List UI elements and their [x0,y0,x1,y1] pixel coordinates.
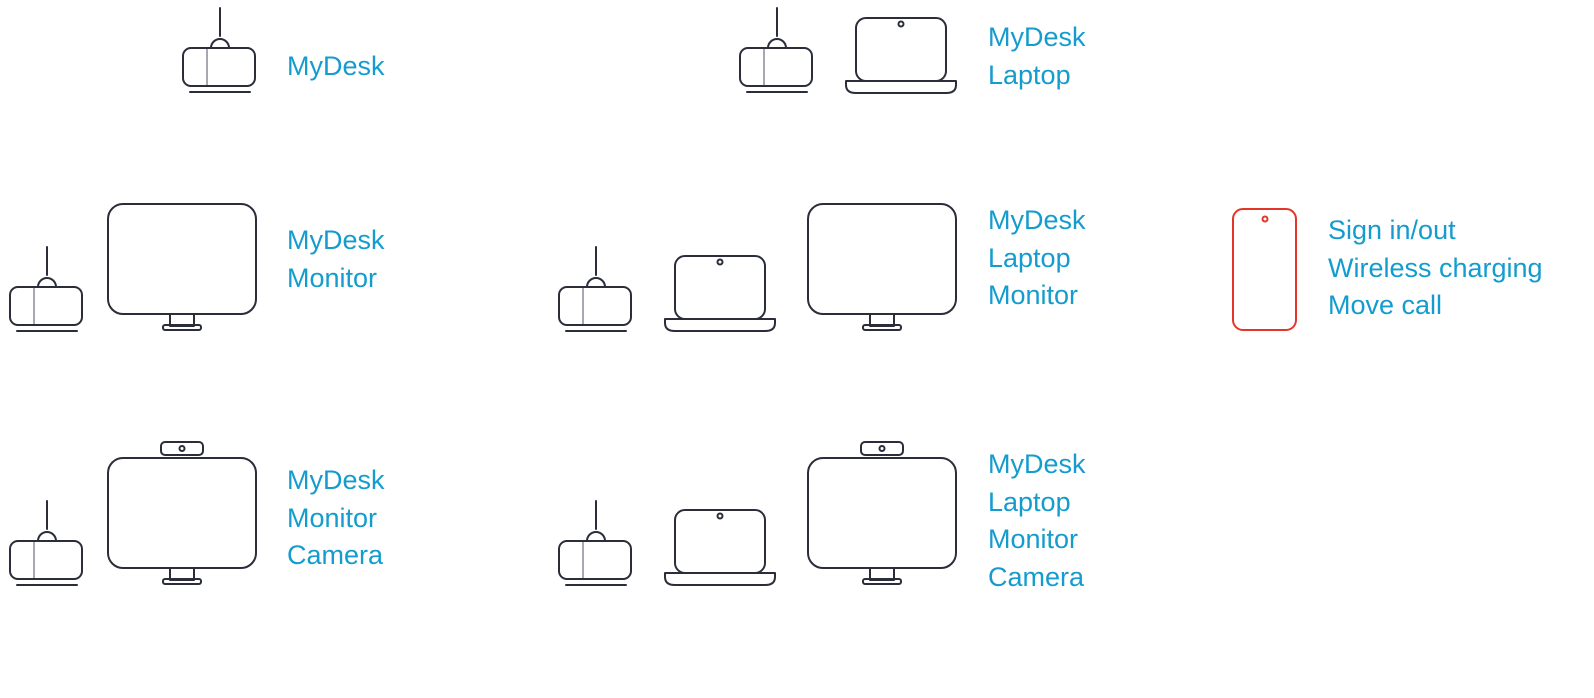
monitor-icon [107,203,257,331]
label-line: Monitor [988,280,1079,310]
phone-feature-label: Sign in/out Wireless charging Move call [1328,212,1543,325]
laptop-icon [664,255,776,332]
label-line: Camera [988,561,1085,592]
mydesk-icon [558,500,632,586]
label-line: Sign in/out [1328,215,1456,245]
label-line: Monitor [287,262,378,293]
monitor-icon [807,203,957,331]
label-line: Laptop [988,242,1071,273]
monitor-icon [807,457,957,585]
setup-label-desk-monitor-camera: MyDesk Monitor Camera [287,462,385,575]
mydesk-icon [9,500,83,586]
label-line: Camera [287,540,384,570]
setup-label-desk-only: MyDesk [287,48,385,86]
phone-icon [1232,208,1297,331]
setup-label-desk-laptop: MyDesk Laptop [988,19,1086,94]
setup-label-desk-laptop-monitor: MyDesk Laptop Monitor [988,202,1086,315]
label-line: Laptop [988,59,1071,90]
mydesk-icon [558,246,632,332]
label-line: MyDesk [988,205,1086,235]
setup-label-desk-laptop-monitor-camera: MyDesk Laptop Monitor Camera [988,446,1086,596]
camera-icon [160,441,204,456]
label-line: Move call [1328,290,1443,320]
label-line: Wireless charging [1328,252,1543,283]
label-line: MyDesk [287,51,385,81]
label-line: MyDesk [287,465,385,495]
laptop-icon [664,509,776,586]
monitor-icon [107,457,257,585]
label-line: MyDesk [988,449,1086,479]
label-line: MyDesk [287,225,385,255]
label-line: Monitor [287,502,378,533]
setup-label-desk-monitor: MyDesk Monitor [287,222,385,297]
label-line: MyDesk [988,22,1086,52]
mydesk-icon [182,7,256,93]
laptop-icon [845,17,957,94]
label-line: Laptop [988,486,1071,517]
camera-icon [860,441,904,456]
label-line: Monitor [988,524,1079,554]
mydesk-icon [739,7,813,93]
mydesk-icon [9,246,83,332]
